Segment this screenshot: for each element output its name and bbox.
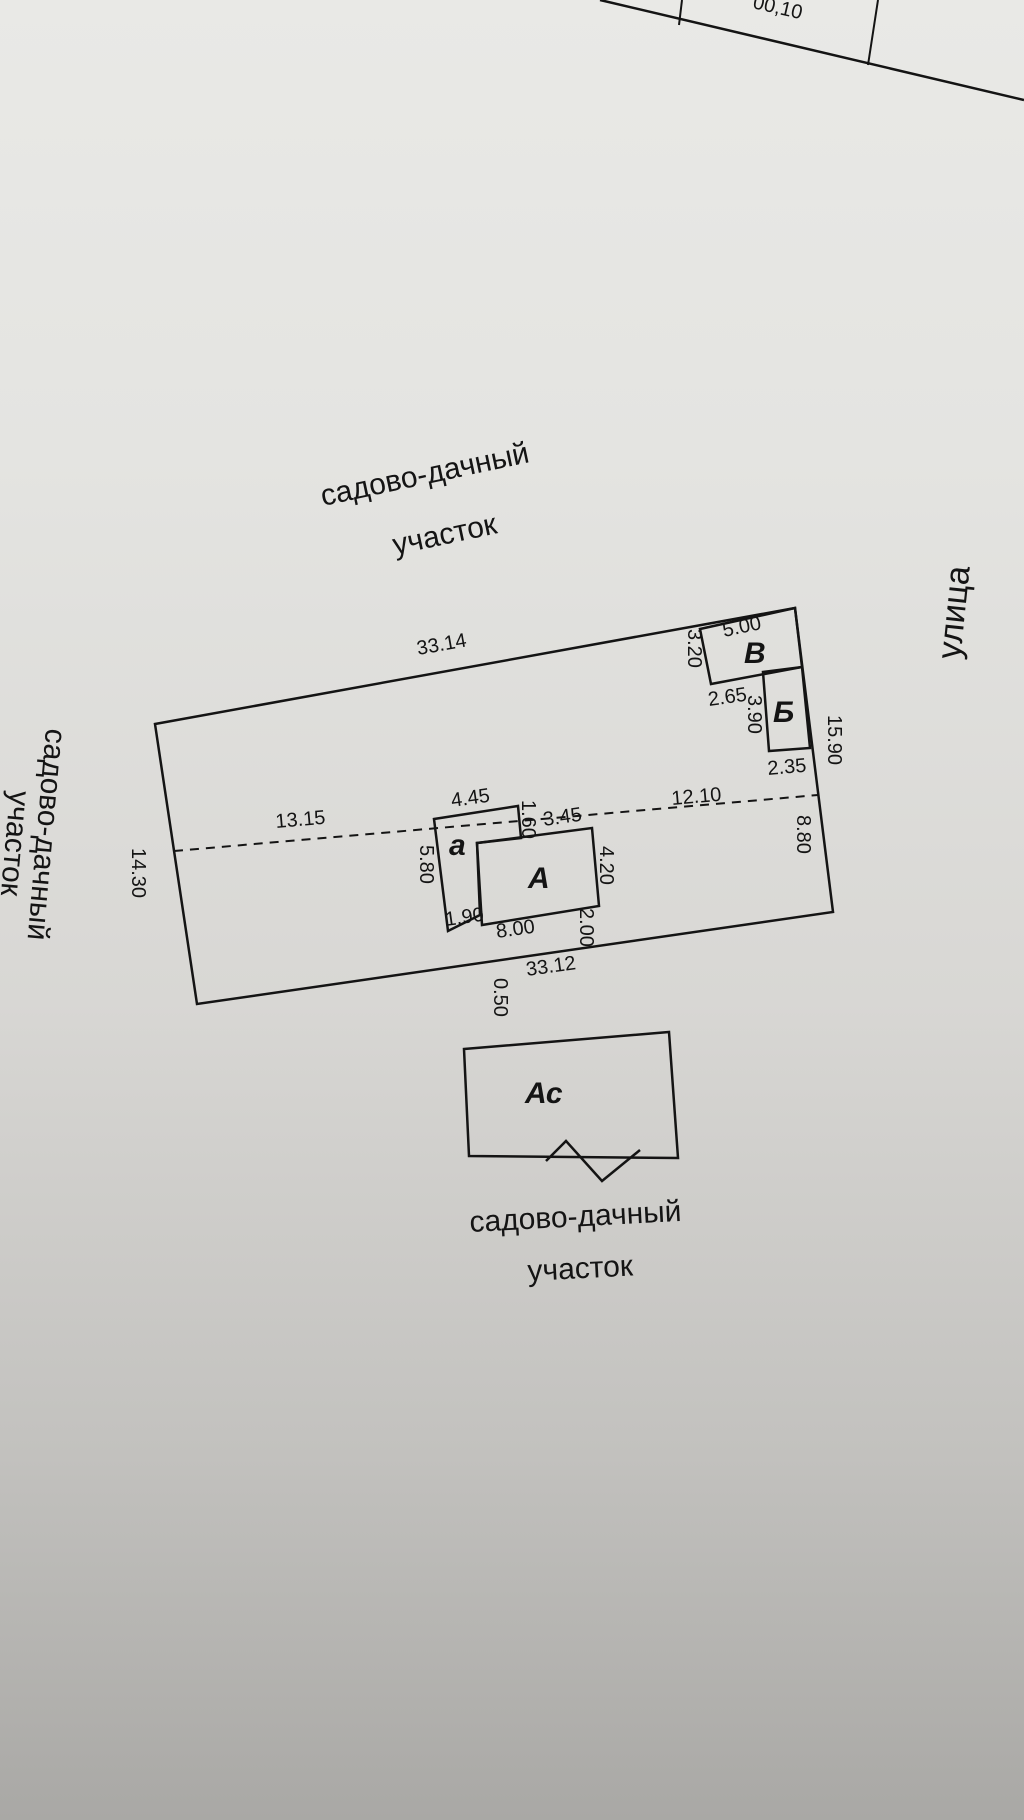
table-cell-divider: [867, 0, 879, 66]
dim-a-main-bottom: 8.00: [495, 916, 537, 943]
dim-plot-right-lower: 8.80: [792, 815, 814, 854]
title-table-fragment: 00,10: [599, 0, 1024, 102]
label-top-line1: садово-дачный: [318, 436, 532, 512]
entrance-symbol: [545, 1139, 641, 1183]
dim-b-top: 2.65: [707, 684, 749, 711]
dim-a-main-depth: 4.20: [595, 846, 617, 885]
dim-a-main-corner: 2.00: [575, 908, 597, 947]
building-a-main-label: А: [527, 862, 550, 895]
building-b-label: Б: [773, 696, 794, 729]
label-top-line2: участок: [390, 507, 501, 561]
building-ac: [462, 1030, 680, 1160]
building-v-label: В: [744, 637, 766, 670]
dim-a-small-width: 4.45: [450, 785, 492, 812]
dim-a-main-top: 3.45: [542, 804, 584, 831]
plot-dashed-division: [173, 794, 819, 852]
dim-plot-top: 33.14: [415, 630, 468, 660]
dim-plot-right-upper: 15.90: [823, 715, 845, 765]
building-a-main: [475, 826, 601, 927]
label-bottom-line1: садово-дачный: [469, 1195, 683, 1239]
plot-boundary: [153, 606, 835, 1006]
label-bottom-line2: участок: [527, 1249, 635, 1288]
table-cell-divider: [678, 0, 683, 26]
dim-a-small-depth: 5.80: [415, 845, 437, 884]
table-value: 00,10: [751, 0, 805, 24]
dim-v-depth: 3.20: [683, 629, 705, 668]
building-b: [761, 665, 812, 753]
table-border-line: [599, 0, 1024, 102]
dim-b-depth: 3.90: [743, 695, 765, 734]
building-ac-label: Ас: [524, 1077, 563, 1110]
dim-dash-left: 13.15: [275, 807, 327, 833]
dim-gap: 0.50: [489, 978, 511, 1017]
dim-b-bottom: 2.35: [767, 755, 808, 780]
dim-dash-right: 12.10: [671, 784, 723, 810]
label-street: улица: [930, 564, 978, 661]
dim-a-step: 1.60: [517, 800, 539, 839]
building-a-small-label: а: [449, 829, 466, 862]
dim-a-small-bottom: 1.90: [444, 904, 486, 931]
dim-plot-left: 14.30: [127, 848, 149, 898]
